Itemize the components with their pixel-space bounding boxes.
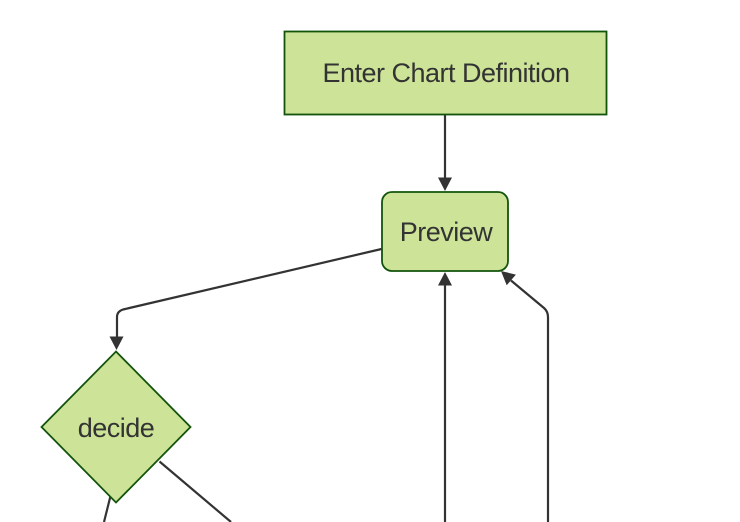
edge-line — [510, 279, 550, 522]
edge-preview-to-decide — [109, 247, 382, 350]
node-group: Enter Chart Definition Preview decide — [40, 30, 608, 504]
arrowhead-down-icon — [109, 336, 124, 350]
edge-decide-branch-left — [102, 495, 112, 522]
node-enter-chart-definition: Enter Chart Definition — [283, 30, 608, 116]
node-decide: decide — [40, 350, 192, 504]
arrowhead-up-left-icon — [501, 271, 516, 286]
node-label: decide — [78, 413, 155, 443]
edge-enter-to-preview — [438, 114, 452, 191]
edge-line — [115, 247, 382, 338]
rectangle-shape — [283, 30, 608, 116]
edge-return-center-to-preview — [438, 272, 452, 522]
edge-decide-branch-right — [158, 460, 232, 522]
node-label: Preview — [400, 217, 494, 247]
node-label: Enter Chart Definition — [322, 58, 569, 88]
edge-return-right-to-preview — [501, 271, 550, 522]
node-preview: Preview — [381, 191, 509, 272]
rounded-rectangle-shape — [381, 191, 509, 272]
arrowhead-up-icon — [438, 272, 452, 286]
arrowhead-down-icon — [438, 177, 452, 191]
diamond-shape — [40, 350, 192, 504]
edge-group — [102, 114, 550, 522]
